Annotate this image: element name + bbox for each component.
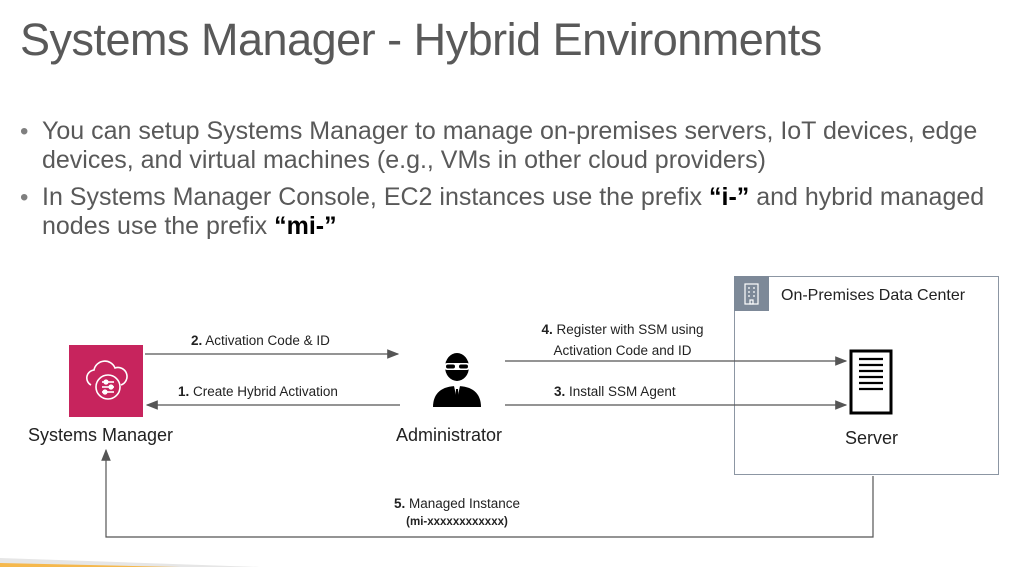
step-1-label: 1. Create Hybrid Activation (178, 384, 338, 399)
systems-manager-label: Systems Manager (28, 425, 174, 445)
slide-title: Systems Manager - Hybrid Environments (20, 14, 822, 65)
bullet-text-middle: and hybrid managed nodes use the prefix (42, 183, 985, 240)
step-4-label: 4. Register with SSM using Activation Co… (541, 322, 704, 358)
bullet-list: You can setup Systems Manager to manage … (20, 117, 1010, 249)
bullet-text-before: In Systems Manager Console, EC2 instance… (42, 183, 709, 211)
bullet-item: You can setup Systems Manager to manage … (20, 117, 1010, 175)
server-label: Server (845, 428, 899, 448)
server-icon (848, 349, 894, 415)
bullet-item: In Systems Manager Console, EC2 instance… (20, 183, 1010, 241)
systems-manager-glyph (86, 360, 128, 400)
building-icon (734, 276, 769, 311)
step-5-label: 5. Managed Instance (mi-xxxxxxxxxxxx) (393, 496, 521, 528)
administrator-icon (430, 349, 484, 407)
decorative-footer (0, 548, 1024, 567)
datacenter-box (734, 276, 999, 475)
administrator-label: Administrator (396, 425, 503, 445)
step-2-label: 2. Activation Code & ID (191, 333, 330, 348)
systems-manager-icon (69, 345, 143, 417)
prefix-mi: “mi-” (274, 212, 337, 240)
bullet-text: You can setup Systems Manager to manage … (42, 117, 978, 174)
datacenter-label: On-Premises Data Center (781, 287, 966, 304)
arrow-step-5 (101, 448, 874, 538)
prefix-i: “i-” (709, 183, 750, 211)
step-3-label: 3. Install SSM Agent (554, 384, 676, 399)
